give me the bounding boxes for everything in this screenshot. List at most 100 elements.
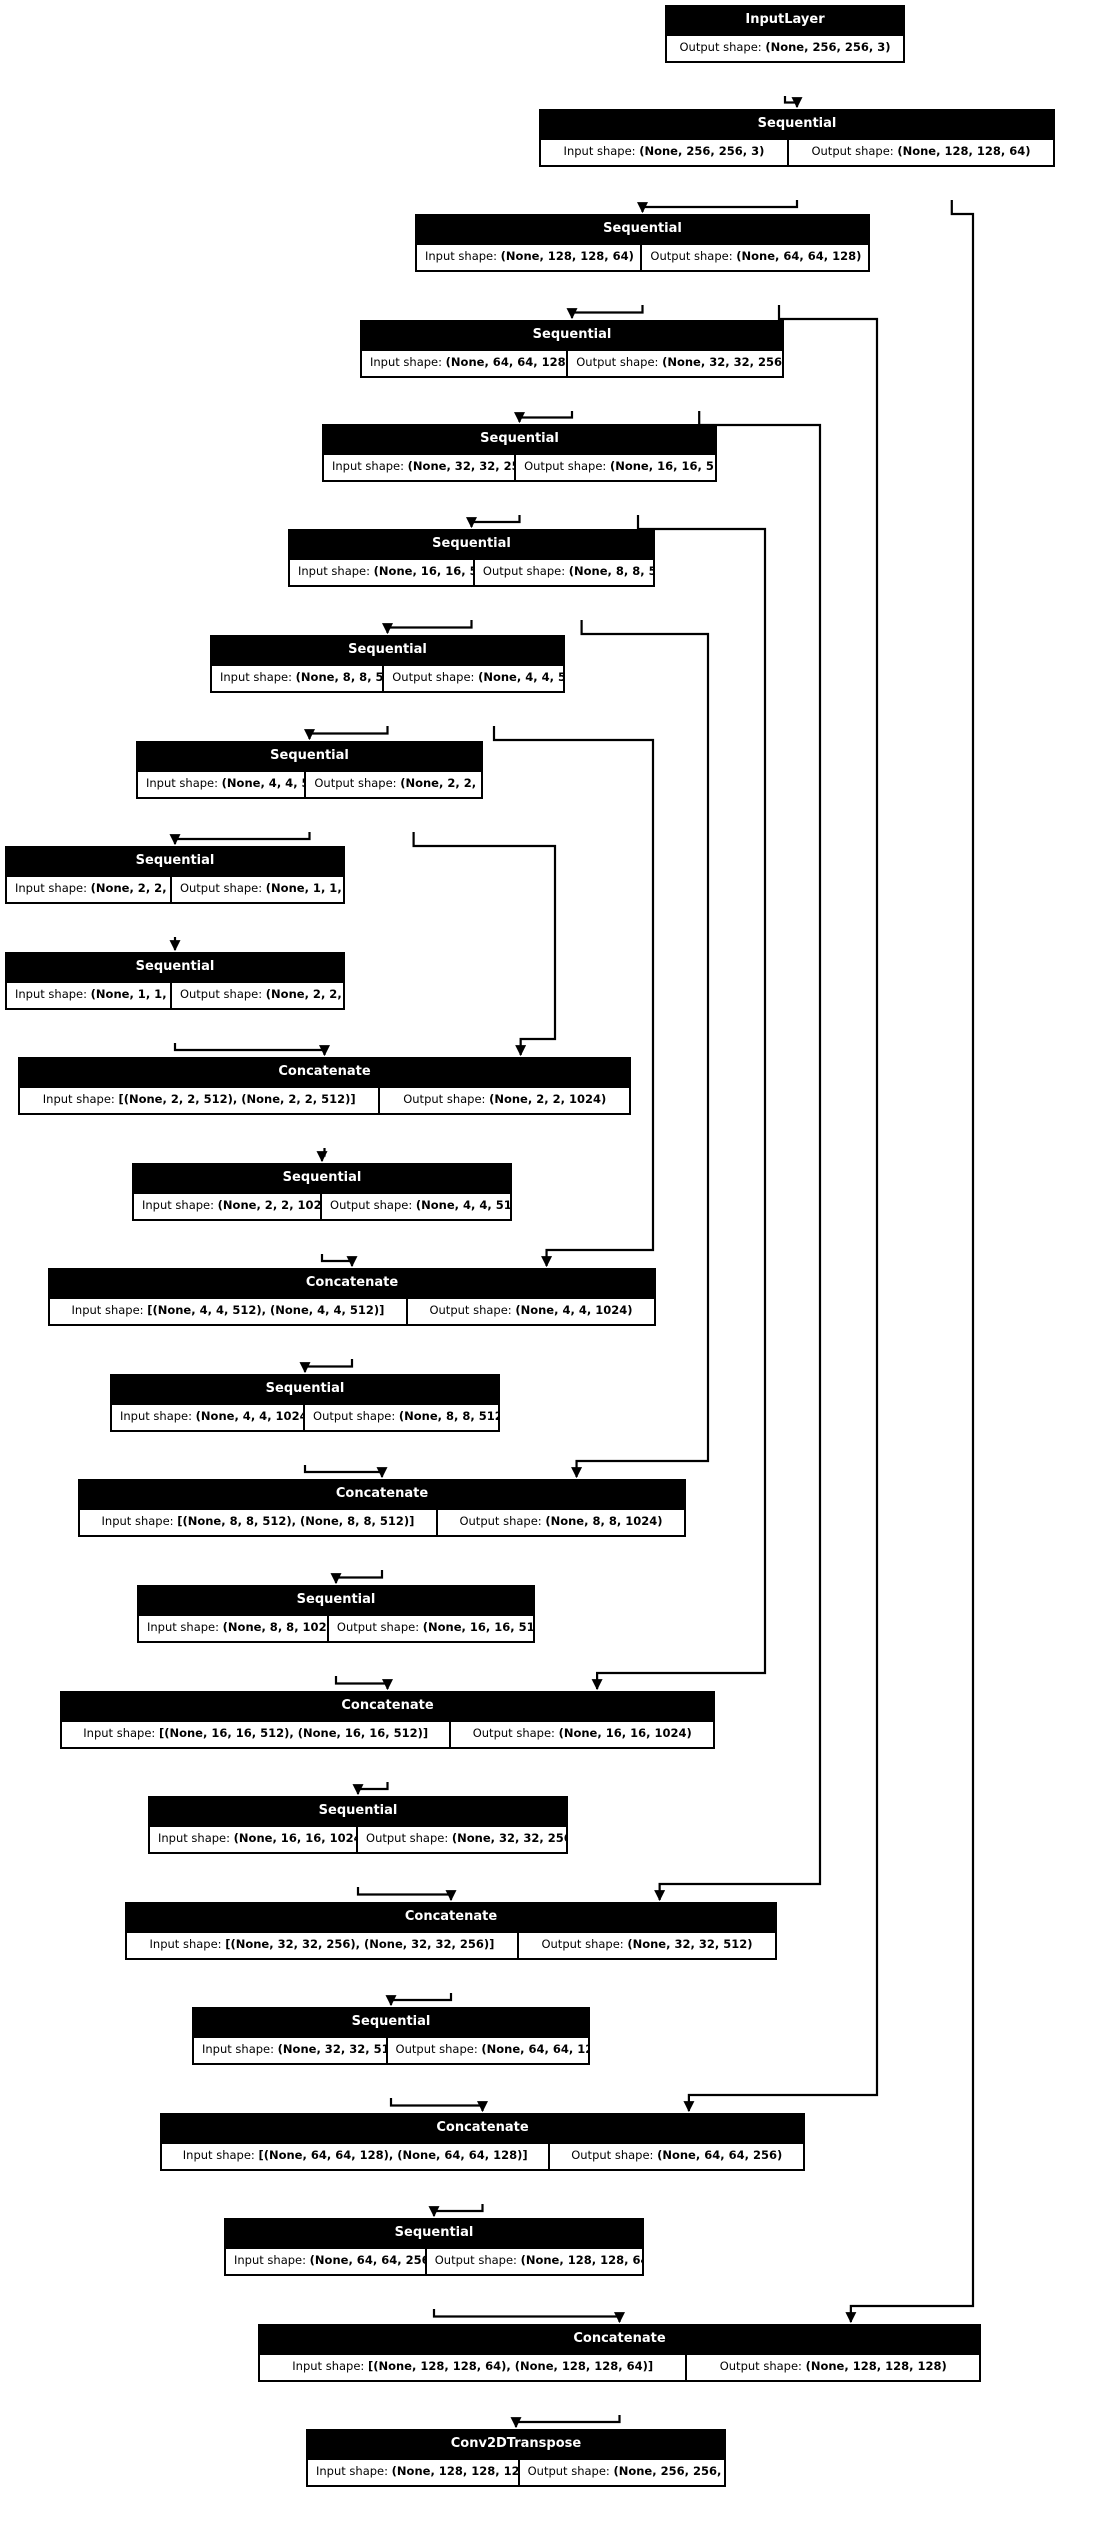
edge xyxy=(683,305,879,2113)
node-output-shape: Output shape: (None, 256, 256, 3) xyxy=(679,40,891,55)
node-output-shape: Output shape: (None, 8, 8, 512) xyxy=(472,560,653,585)
node-shape-row: Input shape: [(None, 4, 4, 512), (None, … xyxy=(50,1297,654,1324)
node-type-label: Sequential xyxy=(324,426,715,454)
node-output-shape: Output shape: (None, 32, 32, 256) xyxy=(566,351,782,376)
node-output-shape: Output shape: (None, 128, 128, 128) xyxy=(685,2355,979,2380)
node-type-label: Conv2DTranspose xyxy=(308,2431,724,2459)
node-type-label: Sequential xyxy=(134,1165,510,1193)
edge xyxy=(432,2309,625,2324)
edge xyxy=(320,1254,358,1268)
node-shape-row: Input shape: (None, 8, 8, 1024)Output sh… xyxy=(139,1614,533,1641)
node-input-shape: Input shape: (None, 1, 1, 512) xyxy=(15,987,170,1002)
node-shape-row: Input shape: (None, 64, 64, 256)Output s… xyxy=(226,2247,642,2274)
edge xyxy=(566,305,644,320)
node-input-shape: Input shape: (None, 4, 4, 1024) xyxy=(120,1409,304,1424)
node-output-shape: Output shape: (None, 4, 4, 1024) xyxy=(405,1299,654,1324)
node-type-label: Sequential xyxy=(226,2220,642,2248)
node-type-label: Concatenate xyxy=(260,2326,979,2354)
node-type-label: Sequential xyxy=(150,1798,566,1826)
node-output-shape: Output shape: (None, 16, 16, 1024) xyxy=(449,1722,713,1747)
edge xyxy=(299,1359,354,1374)
node-shape-row: Input shape: [(None, 16, 16, 512), (None… xyxy=(62,1720,713,1747)
node-type-label: Sequential xyxy=(138,743,481,771)
node-input-shape: Input shape: (None, 16, 16, 1024) xyxy=(158,1831,357,1846)
node-type-label: Concatenate xyxy=(80,1481,684,1509)
node-output-shape: Output shape: (None, 64, 64, 128) xyxy=(640,245,868,270)
node-type-label: Sequential xyxy=(112,1376,498,1404)
node-input-shape: Input shape: [(None, 64, 64, 128), (None… xyxy=(182,2148,528,2163)
node-input-shape: Input shape: [(None, 128, 128, 64), (Non… xyxy=(292,2359,654,2374)
node-type-label: Concatenate xyxy=(162,2115,803,2143)
node-shape-row: Input shape: [(None, 8, 8, 512), (None, … xyxy=(80,1508,684,1535)
edge xyxy=(654,411,822,1902)
edge xyxy=(316,1148,328,1163)
node-type-label: Sequential xyxy=(362,322,782,350)
node-output-shape: Output shape: (None, 2, 2, 512) xyxy=(169,983,343,1008)
node-output-shape: Output shape: (None, 4, 4, 512) xyxy=(382,666,563,691)
node-input-shape: Input shape: (None, 16, 16, 512) xyxy=(298,564,473,579)
node-type-label: Sequential xyxy=(541,111,1053,139)
edge xyxy=(169,832,311,846)
edge xyxy=(428,2204,484,2218)
edge xyxy=(510,2415,621,2429)
edge xyxy=(334,1676,393,1691)
node-shape-row: Input shape: (None, 128, 128, 64)Output … xyxy=(417,243,868,270)
node-input-shape: Input shape: [(None, 8, 8, 512), (None, … xyxy=(101,1514,415,1529)
node-output-shape: Output shape: (None, 16, 16, 512) xyxy=(326,1616,533,1641)
node-input-shape: Input shape: (None, 32, 32, 256) xyxy=(332,459,514,474)
node-output-shape: Output shape: (None, 256, 256, 3) xyxy=(517,2460,724,2485)
edge xyxy=(783,96,803,109)
node-output-shape: Output shape: (None, 4, 4, 512) xyxy=(320,1194,510,1219)
node-input-shape: Input shape: (None, 256, 256, 3) xyxy=(563,144,765,159)
node-input-shape: Input shape: (None, 64, 64, 256) xyxy=(234,2253,425,2268)
node-shape-row: Input shape: [(None, 128, 128, 64), (Non… xyxy=(260,2353,979,2380)
node-shape-row: Input shape: [(None, 32, 32, 256), (None… xyxy=(127,1931,775,1958)
node-type-label: Sequential xyxy=(7,848,343,876)
node-shape-row: Input shape: (None, 4, 4, 512)Output sha… xyxy=(138,770,481,797)
node-type-label: Concatenate xyxy=(62,1693,713,1721)
edge xyxy=(303,1465,388,1479)
node-type-label: Sequential xyxy=(417,216,868,244)
node-type-label: Concatenate xyxy=(50,1270,654,1298)
node-output-shape: Output shape: (None, 8, 8, 1024) xyxy=(435,1510,684,1535)
node-input-shape: Input shape: (None, 2, 2, 1024) xyxy=(142,1198,321,1213)
node-output-shape: Output shape: (None, 128, 128, 64) xyxy=(424,2249,642,2274)
edge xyxy=(466,515,521,529)
node-input-shape: Input shape: [(None, 4, 4, 512), (None, … xyxy=(71,1303,385,1318)
edge xyxy=(330,1570,384,1585)
node-output-shape: Output shape: (None, 32, 32, 512) xyxy=(516,1933,775,1958)
node-input-shape: Input shape: [(None, 32, 32, 256), (None… xyxy=(149,1937,495,1952)
node-input-shape: Input shape: (None, 8, 8, 512) xyxy=(220,670,383,685)
node-output-shape: Output shape: (None, 2, 2, 512) xyxy=(304,772,481,797)
node-output-shape: Output shape: (None, 16, 16, 512) xyxy=(514,455,715,480)
node-input-shape: Input shape: (None, 4, 4, 512) xyxy=(146,776,304,791)
node-shape-row: Input shape: (None, 32, 32, 256)Output s… xyxy=(324,453,715,480)
edge xyxy=(382,620,473,635)
node-input-shape: Input shape: (None, 32, 32, 512) xyxy=(202,2042,386,2057)
node-output-shape: Output shape: (None, 32, 32, 256) xyxy=(356,1827,566,1852)
